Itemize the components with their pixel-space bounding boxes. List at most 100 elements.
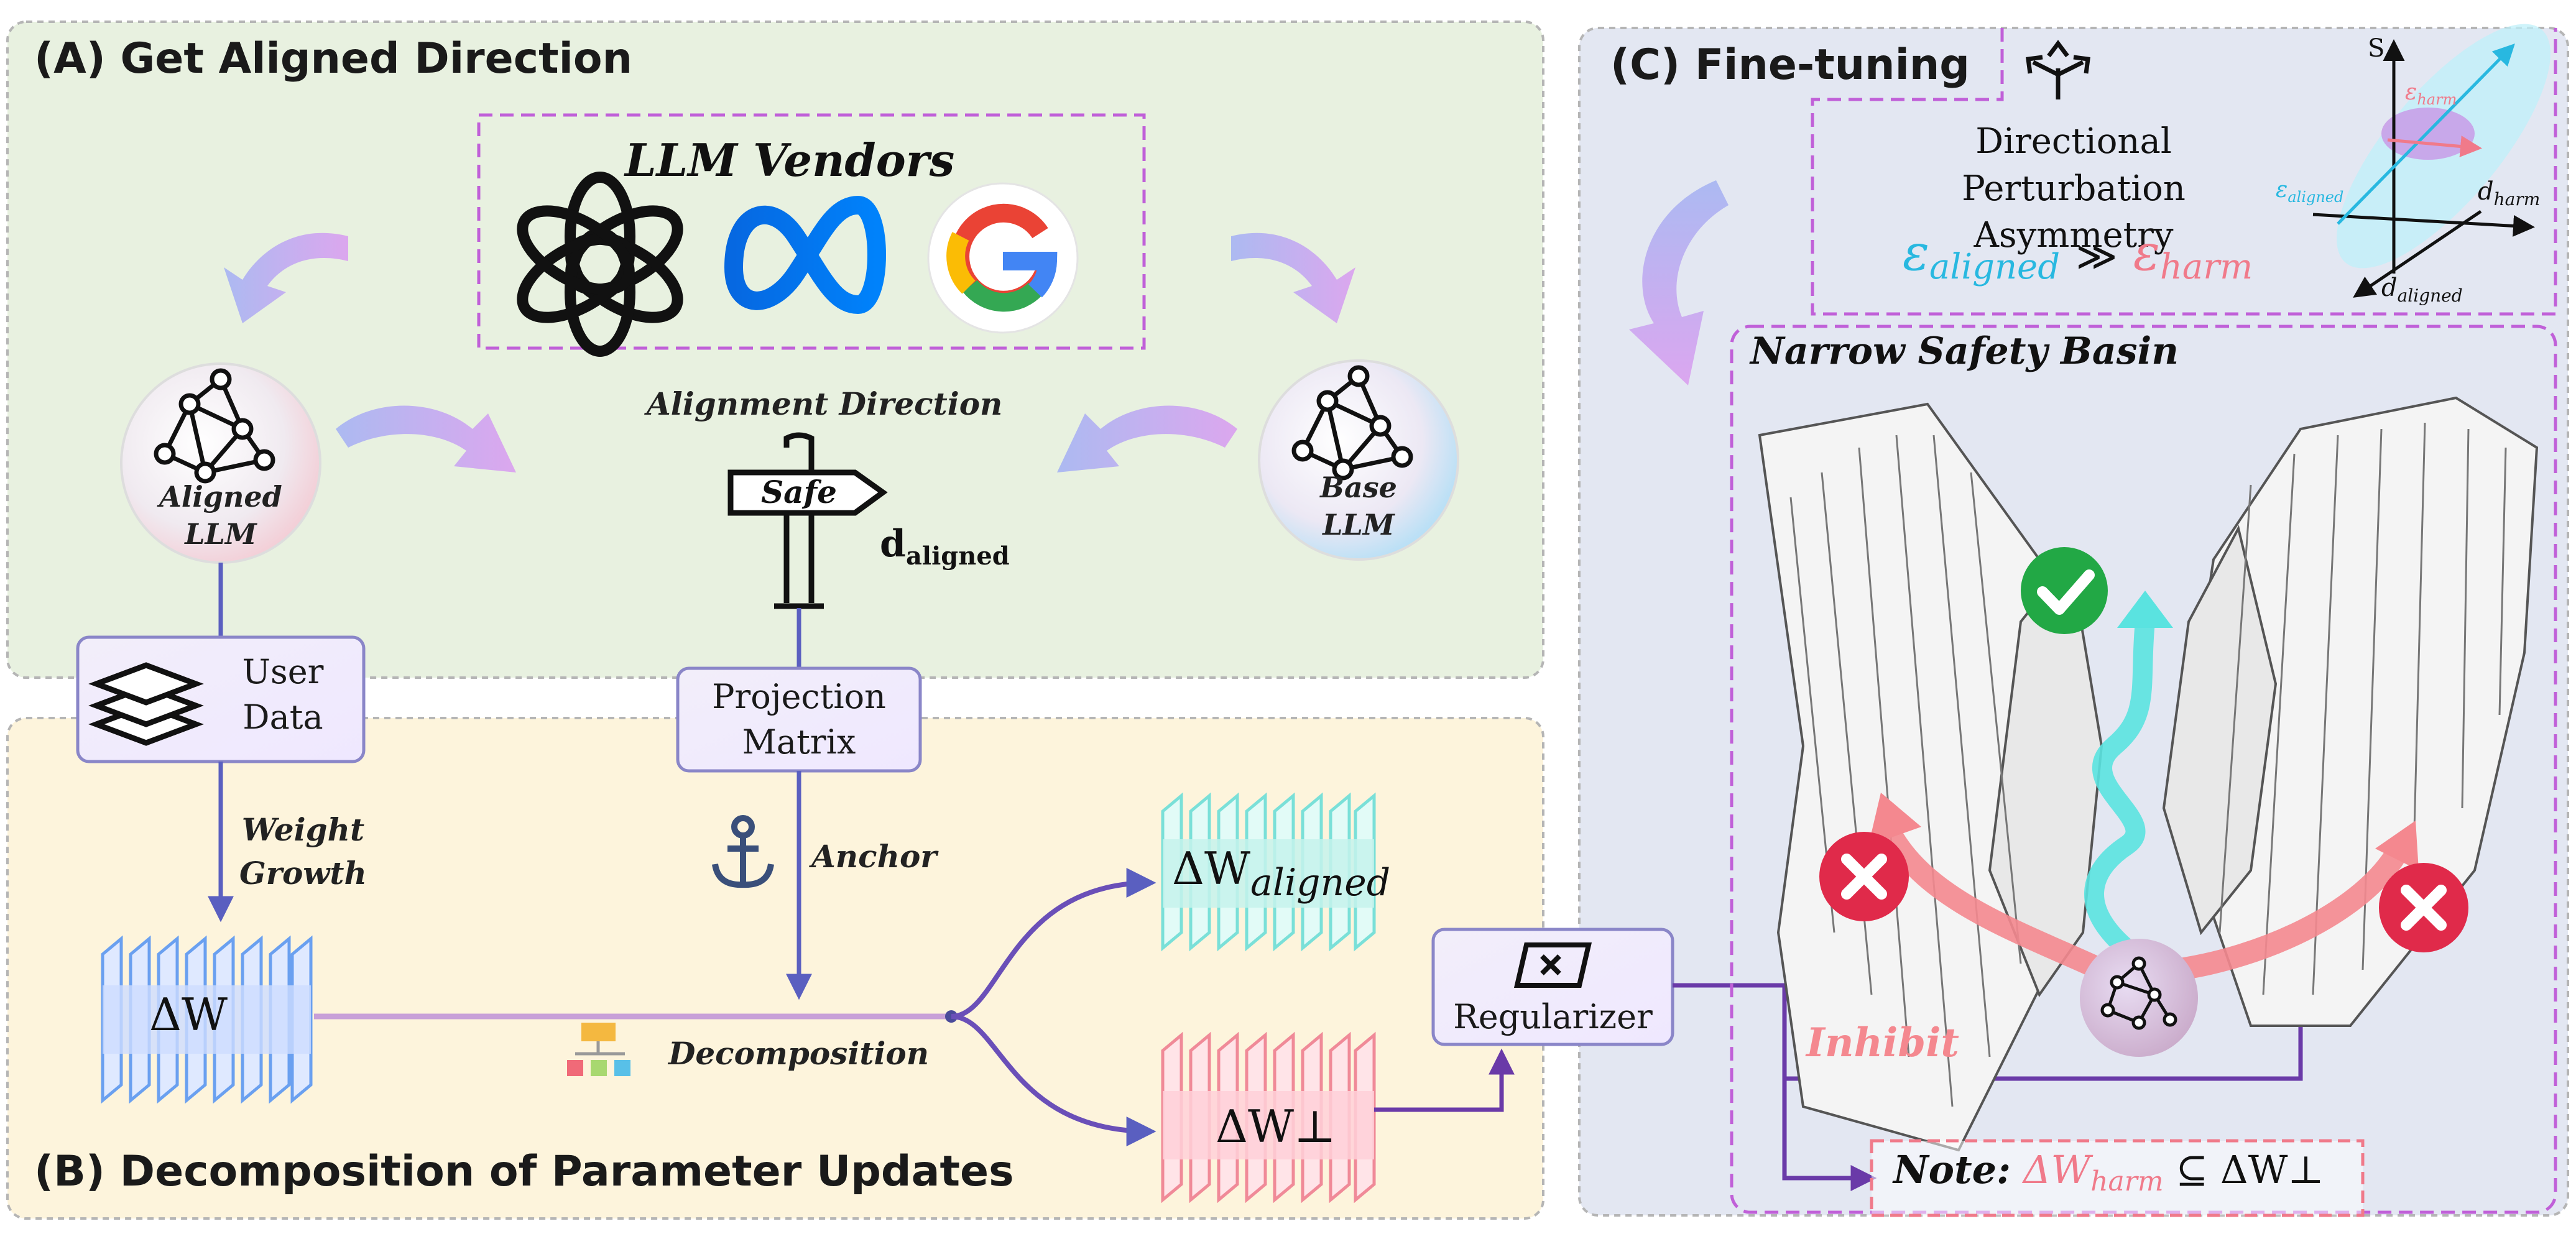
note-label: Note: bbox=[1893, 1147, 2011, 1192]
projection-line1: Projection bbox=[712, 677, 886, 716]
delta-w-aligned-sub: aligned bbox=[1250, 861, 1391, 905]
ellipse-harm-main: ε bbox=[2405, 80, 2417, 105]
user-data-line1: User bbox=[242, 652, 324, 691]
regularizer-output-line bbox=[1673, 983, 1877, 1191]
axis-aligned-main: d bbox=[2381, 274, 2398, 302]
base-llm-node bbox=[1258, 359, 1459, 561]
delta-w-band bbox=[103, 985, 311, 1054]
anchor-label: Anchor bbox=[811, 838, 937, 875]
aligned-llm-label: Aligned LLM bbox=[159, 479, 283, 553]
axis-harm-sub: harm bbox=[2493, 189, 2541, 210]
delta-w-aligned-band bbox=[1163, 839, 1374, 908]
harm-path-left-head bbox=[1868, 793, 1921, 845]
network-icon bbox=[154, 368, 275, 484]
safe-sign-text: Safe bbox=[761, 474, 837, 510]
weight-growth-label: Weight Growth bbox=[239, 808, 367, 895]
harm-path-right bbox=[2165, 847, 2405, 981]
delta-w-perp-label: ΔW⊥ bbox=[1216, 1100, 1336, 1153]
user-data-line2: Data bbox=[242, 697, 323, 737]
regularizer-icon bbox=[1513, 942, 1592, 988]
delta-w-label: ΔW bbox=[149, 988, 228, 1041]
base-llm-label: Base LLM bbox=[1296, 469, 1421, 544]
safe-path bbox=[2084, 612, 2155, 961]
delta-w-aligned-label: ΔWaligned bbox=[1172, 842, 1390, 905]
aligned-llm-label-line1: Aligned bbox=[159, 480, 282, 514]
axis-harm-label: dharm bbox=[2478, 177, 2540, 210]
vendors-title: LLM Vendors bbox=[625, 134, 955, 187]
weight-growth-line1: Weight bbox=[241, 811, 365, 848]
perturbation-axes bbox=[2312, 24, 2551, 298]
curved-arrow-left-top bbox=[224, 233, 348, 323]
hierarchy-icon bbox=[567, 1023, 630, 1076]
eps-aligned-main: ε bbox=[1903, 224, 1929, 282]
ellipse-aligned-main: ε bbox=[2276, 177, 2288, 203]
d-aligned-main: d bbox=[880, 522, 906, 566]
layers-icon bbox=[88, 662, 204, 746]
d-aligned-symbol: daligned bbox=[880, 522, 1010, 571]
delta-w-perp-band bbox=[1163, 1091, 1374, 1159]
base-llm-label-line1: Base bbox=[1320, 471, 1397, 504]
regularizer-label: Regularizer bbox=[1453, 997, 1653, 1036]
eps-harm-sub: harm bbox=[2159, 247, 2253, 287]
safe-signpost-icon bbox=[727, 432, 888, 609]
panel-b-title: (B) Decomposition of Parameter Updates bbox=[34, 1147, 1014, 1196]
note-harm-main: ΔW bbox=[2023, 1147, 2091, 1192]
inhibit-label: Inhibit bbox=[1806, 1020, 1959, 1066]
canyon-sketch bbox=[1758, 396, 2539, 1152]
user-data-label: User Data bbox=[218, 650, 348, 740]
ellipse-harm-sub: harm bbox=[2417, 91, 2457, 109]
vendors-box bbox=[477, 113, 1146, 350]
axis-s-label: S bbox=[2368, 34, 2385, 63]
split-to-perp-arrow bbox=[951, 1014, 1156, 1146]
cross-icon-left bbox=[1819, 832, 1909, 921]
projection-matrix-label: Projection Matrix bbox=[678, 675, 920, 765]
network-icon bbox=[1291, 365, 1413, 481]
finetune-curved-arrow bbox=[1629, 180, 1729, 385]
model-orb bbox=[2080, 939, 2198, 1057]
aligned-llm-label-line2: LLM bbox=[185, 517, 257, 551]
ellipse-aligned-label: εaligned bbox=[2276, 177, 2343, 206]
ellipse-harm-label: εharm bbox=[2405, 80, 2457, 108]
asymmetry-line1: Directional Perturbation bbox=[1962, 121, 2186, 209]
asymmetry-label: Directional Perturbation Asymmetry bbox=[1887, 118, 2260, 259]
ellipse-aligned-sub: aligned bbox=[2287, 188, 2344, 206]
axis-harm-main: d bbox=[2478, 177, 2494, 206]
harm-path-left bbox=[1879, 822, 2113, 981]
projection-line2: Matrix bbox=[742, 722, 856, 762]
panel-a-background bbox=[6, 21, 1544, 679]
eps-harm-main: ε bbox=[2133, 224, 2160, 282]
note-text: Note: ΔWharm ⊆ ΔW⊥ bbox=[1893, 1147, 2324, 1197]
split-to-aligned-arrow bbox=[951, 868, 1156, 1019]
note-rest: ⊆ ΔW⊥ bbox=[2176, 1147, 2324, 1192]
d-aligned-sub: aligned bbox=[905, 541, 1010, 571]
much-greater-symbol: ≫ bbox=[2075, 234, 2118, 280]
directions-icon bbox=[2026, 40, 2090, 99]
base-llm-label-line2: LLM bbox=[1323, 507, 1395, 541]
perp-to-regularizer-arrow bbox=[1374, 1048, 1515, 1112]
harm-path-right-head bbox=[2375, 821, 2419, 870]
weight-growth-line2: Growth bbox=[239, 855, 367, 891]
curved-arrow-aligned-to-direction bbox=[336, 405, 516, 472]
cross-icon-right bbox=[2379, 863, 2468, 952]
anchor-icon bbox=[712, 815, 774, 888]
openai-logo-icon bbox=[517, 172, 683, 357]
curved-arrow-base-to-direction bbox=[1057, 405, 1237, 472]
asymmetry-line2: Asymmetry bbox=[1974, 215, 2174, 256]
epsilon-inequality: εaligned ≫ εharm bbox=[1903, 224, 2253, 287]
google-logo-icon bbox=[927, 182, 1079, 334]
delta-w-aligned-main: ΔW bbox=[1172, 842, 1250, 895]
alignment-direction-label: Alignment Direction bbox=[647, 385, 1003, 422]
meta-logo-icon bbox=[724, 196, 886, 314]
decomposition-label: Decomposition bbox=[668, 1035, 930, 1072]
check-icon bbox=[2021, 547, 2108, 634]
note-box bbox=[1870, 1139, 2365, 1217]
panel-c-title: (C) Fine-tuning bbox=[1610, 40, 1970, 90]
safety-basin-title: Narrow Safety Basin bbox=[1750, 329, 2179, 373]
axis-aligned-sub: aligned bbox=[2397, 285, 2463, 306]
safety-basin-box bbox=[1730, 325, 2557, 1214]
axis-aligned-label: daligned bbox=[2381, 274, 2463, 306]
note-harm-sub: harm bbox=[2090, 1166, 2164, 1197]
eps-aligned-sub: aligned bbox=[1929, 247, 2061, 287]
asymmetry-box bbox=[1811, 28, 2557, 316]
